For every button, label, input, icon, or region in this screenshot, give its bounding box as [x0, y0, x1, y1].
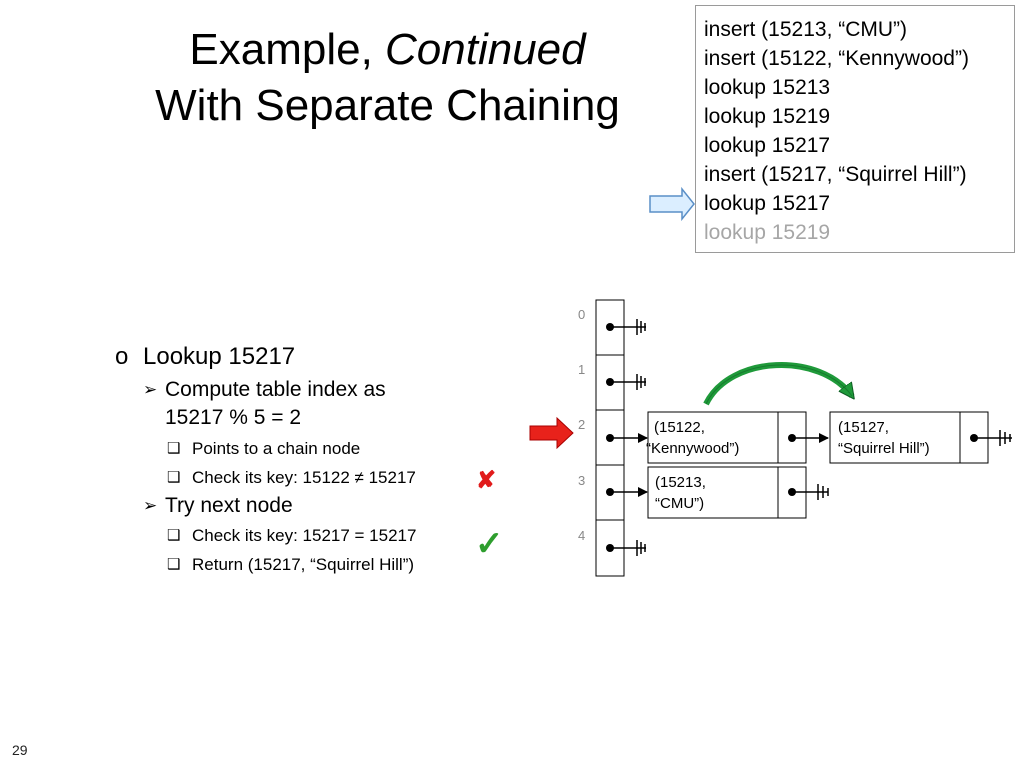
slot-index-4: 4: [578, 528, 586, 543]
slot-index-2: 2: [578, 417, 586, 432]
traversal-arrow: [703, 362, 852, 406]
bullet-text: Lookup 15217: [143, 343, 296, 370]
bullet-try-next: ➢ Try next node: [115, 492, 495, 520]
null-pointer-slot-0: [606, 319, 646, 335]
bullet-compute: ➢ Compute table index as 15217 % 5 = 2: [115, 376, 495, 432]
bullet-text: Return (15217, “Squirrel Hill”): [192, 555, 415, 574]
node-15213-key: (15213,: [655, 474, 706, 491]
title-italic: Continued: [385, 25, 586, 74]
operation-item: insert (15217, “Squirrel Hill”): [704, 163, 967, 186]
title-line-2: With Separate Chaining: [155, 81, 620, 130]
slot-index-0: 0: [578, 307, 586, 322]
bullet-list: o Lookup 15217 ➢ Compute table index as …: [115, 340, 495, 579]
check-icon: ✓: [475, 525, 504, 563]
operations-box: insert (15213, “CMU”) insert (15122, “Ke…: [695, 5, 1015, 253]
bullet-check-2: ❑ Check its key: 15217 = 15217: [115, 521, 495, 550]
bullet-lookup: o Lookup 15217: [115, 340, 495, 374]
bullet-text: 15217 % 5 = 2: [165, 406, 302, 429]
pointer-slot-2: [606, 433, 648, 443]
current-operation-arrow: [649, 186, 695, 222]
slot-index-3: 3: [578, 473, 586, 488]
title-line-1: Example, Continued: [100, 22, 675, 78]
bullet-text: Points to a chain node: [192, 439, 361, 458]
page-number: 29: [12, 742, 28, 758]
node-15122-key: (15122,: [654, 419, 705, 436]
bullet-text: Compute table index as: [165, 378, 386, 401]
arrow-bullet-icon: ➢: [143, 496, 158, 515]
node-15213-value: “CMU”): [655, 495, 705, 512]
slide-title: Example, Continued With Separate Chainin…: [100, 22, 675, 134]
operation-item: insert (15122, “Kennywood”): [704, 47, 969, 70]
pointer-slot-3: [606, 487, 648, 497]
null-pointer-slot-1: [606, 374, 646, 390]
slot-index-1: 1: [578, 362, 586, 377]
cross-icon: ✘: [476, 467, 497, 494]
title-plain: Example,: [189, 25, 386, 74]
operation-item: lookup 15219: [704, 105, 831, 128]
square-bullet-icon: ❑: [167, 556, 181, 573]
bullet-text: Check its key: 15217 = 15217: [192, 526, 417, 545]
node-15122-value: “Kennywood”): [646, 440, 740, 457]
bullet-check-1: ❑ Check its key: 15122 ≠ 15217: [115, 463, 495, 492]
bullet-text: Check its key: 15122 ≠ 15217: [192, 468, 416, 487]
square-bullet-icon: ❑: [167, 527, 181, 544]
chain-node-15127: [829, 411, 1012, 464]
bullet-points-to: ❑ Points to a chain node: [115, 434, 495, 463]
square-bullet-icon: ❑: [167, 440, 181, 457]
index-arrow: [529, 416, 574, 450]
bullet-return: ❑ Return (15217, “Squirrel Hill”): [115, 550, 495, 579]
node-15127-value: “Squirrel Hill”): [838, 440, 930, 457]
square-bullet-icon: ❑: [167, 469, 181, 486]
node-15127-key: (15127,: [838, 419, 889, 436]
arrow-bullet-icon: ➢: [143, 380, 158, 399]
null-pointer-slot-4: [606, 540, 646, 556]
circle-bullet-icon: o: [115, 343, 129, 370]
operation-item: insert (15213, “CMU”): [704, 18, 908, 41]
chain-node-15213: [647, 466, 829, 519]
operation-item-pending: lookup 15219: [704, 221, 831, 244]
chain-node-15122: [647, 411, 829, 464]
operation-item-current: lookup 15217: [704, 192, 831, 215]
bullet-text: Try next node: [165, 494, 293, 517]
operation-item: lookup 15217: [704, 134, 831, 157]
operation-item: lookup 15213: [704, 76, 831, 99]
